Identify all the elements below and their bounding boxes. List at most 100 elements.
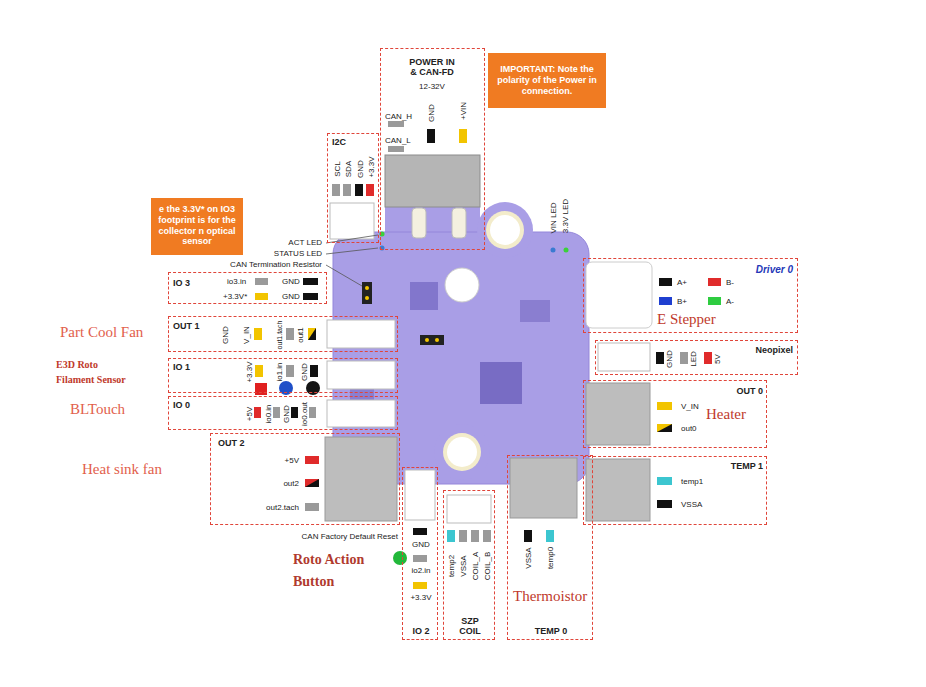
- pin-label: 5V: [713, 354, 722, 364]
- pin-marker: [413, 528, 427, 535]
- board-components: [445, 268, 479, 302]
- pin-label: V_IN: [681, 402, 699, 411]
- connector-box: SZP COIL temp2VSSACOIL_ACOIL_B: [443, 490, 495, 640]
- pin-label: +3.3V: [245, 361, 254, 382]
- pcb-board: [434, 424, 490, 480]
- pcb-board: [477, 202, 533, 258]
- pin-label: COIL_A: [471, 552, 480, 580]
- pin-marker: [708, 297, 721, 305]
- connector-box: TEMP 1temp1VSSA: [583, 456, 767, 525]
- pcb-board: [447, 437, 477, 467]
- pin-label: GND: [221, 326, 230, 344]
- connector-title: SZP COIL: [453, 616, 487, 637]
- pin-label: GND: [665, 350, 674, 368]
- connector-title: I2C: [332, 137, 346, 147]
- connector-housing: [510, 458, 577, 518]
- pin-label: SDA: [344, 161, 353, 177]
- pin-label: VSSA: [459, 555, 468, 576]
- pin-marker: [659, 297, 672, 305]
- pin-marker: [305, 503, 319, 511]
- pin-label: out2: [283, 479, 299, 488]
- connector-box: IO 2GNDio2.in+3.3V: [402, 467, 438, 640]
- pin-marker: [255, 278, 268, 285]
- annotation-label: Heater: [706, 406, 746, 423]
- pin-label: out0: [681, 424, 697, 433]
- pin-marker: [343, 184, 351, 196]
- pin-label: GND: [282, 277, 300, 286]
- pin-marker: [286, 328, 294, 340]
- pin-marker: [255, 293, 268, 300]
- leader-line: [326, 235, 378, 243]
- pin-marker: [657, 424, 672, 432]
- annotation-dot: [393, 551, 407, 565]
- annotation-label: Roto Action Button: [293, 549, 393, 592]
- board-components: [480, 362, 522, 404]
- pin-label: +3.3V*: [223, 292, 247, 301]
- pin-marker: [388, 146, 404, 152]
- pin-label: V_IN: [242, 326, 251, 344]
- annotation-label: BLTouch: [70, 401, 125, 418]
- pin-marker: [413, 555, 427, 562]
- pin-label: io1.in: [275, 362, 284, 381]
- pin-marker: [471, 530, 479, 542]
- connector-housing: [327, 320, 395, 348]
- pin-marker: [286, 365, 294, 377]
- pin-marker: [388, 121, 404, 127]
- pin-marker: [273, 407, 280, 418]
- pin-marker: [657, 500, 672, 508]
- annotation-label: Heat sink fan: [82, 461, 162, 478]
- pin-marker: [657, 477, 672, 485]
- connector-box: TEMP 0VSSAtemp0: [507, 455, 593, 640]
- leader-line: [326, 248, 378, 254]
- board-components: [425, 338, 429, 342]
- pin-label: GND: [282, 405, 291, 423]
- connector-title: IO 1: [173, 362, 190, 372]
- pin-marker: [413, 582, 427, 589]
- connector-housing: [405, 470, 435, 520]
- connector-housing: [412, 208, 426, 238]
- pin-label: +3.3V: [410, 593, 431, 602]
- callout-note: e the 3.3V* on IO3 footprint is for the …: [151, 198, 243, 255]
- pin-label: io3.in: [227, 277, 246, 286]
- pin-marker: [459, 530, 467, 542]
- pin-marker: [308, 328, 316, 340]
- connector-box: OUT 1GNDV_INout1.tachout1: [168, 316, 398, 352]
- board-components: [410, 282, 438, 310]
- pin-marker: [546, 530, 554, 542]
- board-components: [420, 335, 444, 345]
- annotation-label: E3D Roto Filament Sensor: [56, 357, 136, 387]
- pin-marker: [656, 352, 664, 364]
- pcb-board: [486, 211, 524, 249]
- connector-housing: [325, 437, 397, 521]
- pin-label: A+: [677, 278, 687, 287]
- pin-marker: [704, 352, 712, 364]
- component-label: 3.3V LED: [561, 199, 570, 233]
- pin-label: GND: [300, 363, 309, 381]
- pin-label: GND: [412, 540, 430, 549]
- board-components: [564, 248, 569, 253]
- pin-marker: [332, 184, 340, 196]
- pin-marker: [483, 530, 491, 542]
- pin-label: io0.in: [264, 404, 273, 423]
- component-label: CAN Factory Default Reset: [302, 532, 398, 541]
- pin-label: +5V: [285, 456, 299, 465]
- pin-label: CAN_L: [385, 136, 411, 145]
- callout-note: IMPORTANT: Note the polarity of the Powe…: [488, 53, 606, 108]
- pin-label: COIL_B: [483, 552, 492, 580]
- pin-marker: [310, 365, 318, 377]
- component-label: STATUS LED: [274, 249, 322, 258]
- annotation-dot: [255, 383, 267, 395]
- pin-marker: [291, 407, 298, 418]
- board-components: [551, 248, 556, 253]
- connector-title: OUT 0: [736, 386, 763, 396]
- pin-label: B+: [677, 297, 687, 306]
- connector-box: IO 3io3.inGND+3.3V*GND: [168, 272, 327, 304]
- component-label: VIN LED: [549, 202, 558, 233]
- connector-housing: [452, 208, 466, 238]
- connector-title: TEMP 0: [535, 626, 567, 636]
- pin-marker: [657, 402, 672, 410]
- pin-label: +3.3V: [367, 156, 376, 177]
- pin-label: temp2: [447, 555, 456, 577]
- board-components: [435, 338, 439, 342]
